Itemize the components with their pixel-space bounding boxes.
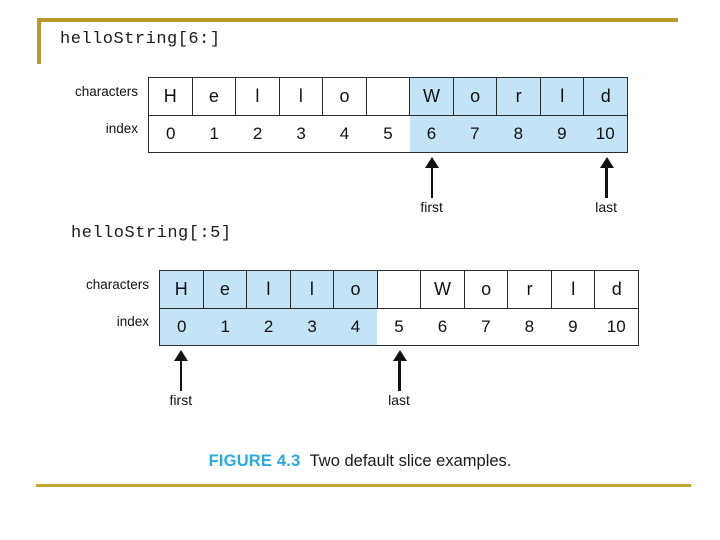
character-cell: o — [453, 78, 498, 115]
character-cell: W — [421, 271, 465, 308]
code-label-slice-from-six: helloString[6:] — [60, 30, 221, 49]
index-cell: 8 — [496, 116, 541, 152]
index-cell: 10 — [583, 116, 627, 152]
row-label-index: index — [116, 314, 149, 329]
arrow-head-icon — [392, 350, 407, 361]
index-cell: 3 — [290, 309, 334, 345]
top-gold-rule-stub — [37, 18, 41, 64]
row-label-index: index — [105, 121, 138, 136]
figure-caption-text: Two default slice examples. — [309, 452, 512, 470]
index-cell: 5 — [394, 317, 404, 336]
index-cell: 9 — [540, 116, 584, 152]
character-cell: o — [334, 271, 378, 308]
marker-label: last — [388, 392, 410, 408]
arrow-head-icon — [425, 157, 440, 168]
index-cell: 4 — [333, 309, 378, 345]
row-label-characters: characters — [74, 84, 138, 99]
character-cell: o — [323, 78, 367, 115]
arrow-head-icon — [174, 350, 189, 361]
arrow-shaft — [179, 357, 183, 391]
index-cell: 8 — [524, 317, 535, 336]
character-cell: l — [280, 78, 324, 115]
index-cell: 6 — [437, 317, 448, 336]
index-cell: 6 — [409, 116, 454, 152]
index-cell: 7 — [481, 317, 491, 336]
figure-caption: FIGURE 4.3 Two default slice examples. — [0, 452, 720, 471]
character-cell: l — [540, 78, 585, 115]
character-cell — [367, 78, 411, 115]
index-cell: 2 — [252, 124, 263, 143]
row-label-characters: characters — [85, 277, 149, 292]
figure-number: FIGURE 4.3 — [208, 452, 301, 470]
character-cell: H — [160, 271, 204, 308]
index-cell: 1 — [203, 309, 247, 345]
arrow-head-icon — [599, 157, 614, 168]
character-cell: l — [290, 271, 335, 308]
index-cell: 1 — [209, 124, 219, 143]
character-cell: H — [149, 78, 193, 115]
character-cell: l — [236, 78, 280, 115]
character-cell: l — [552, 271, 596, 308]
index-cell: 2 — [246, 309, 291, 345]
code-label-slice-to-five: helloString[:5] — [71, 224, 232, 243]
marker-label: first — [420, 199, 443, 215]
index-cell: 7 — [453, 116, 497, 152]
character-cell: W — [410, 78, 454, 115]
character-cell: e — [203, 271, 248, 308]
index-cell: 3 — [296, 124, 306, 143]
index-cell: 9 — [568, 317, 578, 336]
character-cell: l — [247, 271, 291, 308]
marker-label: last — [595, 199, 618, 215]
index-cell: 0 — [160, 309, 204, 345]
marker-label: first — [169, 392, 193, 408]
character-cell: d — [611, 279, 622, 299]
top-gold-rule — [37, 18, 678, 22]
index-cell: 5 — [383, 124, 393, 143]
character-cell: r — [508, 271, 552, 308]
arrow-shaft — [398, 357, 401, 391]
character-cell: d — [584, 78, 628, 115]
character-cell — [378, 271, 422, 308]
bottom-gold-rule — [36, 484, 691, 487]
character-cell: r — [497, 78, 541, 115]
character-cell: e — [193, 78, 237, 115]
arrow-shaft — [430, 164, 434, 198]
index-cell: 10 — [606, 317, 626, 336]
index-cell: 0 — [165, 124, 176, 143]
character-cell: o — [465, 271, 509, 308]
arrow-shaft — [605, 164, 608, 198]
index-cell: 4 — [339, 124, 350, 143]
